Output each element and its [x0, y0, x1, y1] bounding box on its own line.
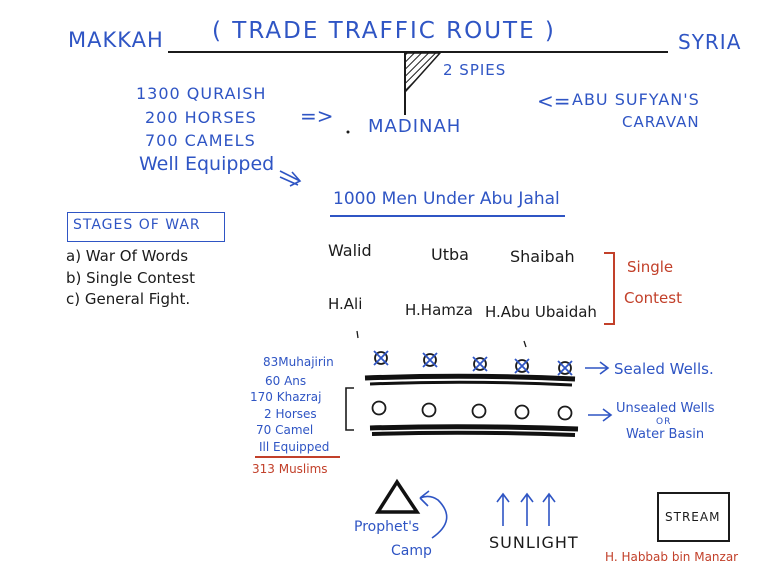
sealed-well-1 [373, 350, 389, 366]
quraish-line-4: Well Equipped [139, 153, 275, 175]
muslim-army-bracket [345, 387, 354, 431]
enemy-line-1 [364, 373, 576, 382]
army-line-4: 2 Horses [264, 407, 317, 421]
enemy-shaibah: Shaibah [510, 247, 575, 266]
muslim-ali: H.Ali [328, 295, 363, 313]
well-equipped-arrow [279, 170, 302, 187]
quraish-line-2: 200 Horses [145, 108, 257, 127]
caravan-line-2: Caravan [622, 113, 700, 131]
sealed-wells-arrow [585, 361, 610, 375]
unsealed-well-1 [371, 400, 387, 416]
unsealed-wells-line-3: Water Basin [626, 427, 705, 442]
sealed-wells-label: Sealed Wells. [614, 360, 714, 378]
sealed-well-4 [514, 358, 530, 374]
stage-item-c: c) General Fight. [66, 290, 191, 308]
abu-jahal-heading: 1000 Men Under Abu Jahal [333, 189, 560, 209]
spies-label: 2 Spies [443, 61, 507, 79]
unsealed-well-4 [514, 404, 530, 420]
caravan-line-1: Abu Sufyan's [572, 90, 700, 109]
unsealed-wells-line-2: or [656, 417, 672, 427]
stages-title: Stages Of War [73, 217, 201, 233]
single-contest-bracket [604, 252, 615, 325]
unsealed-wells-arrow [588, 408, 613, 422]
sealed-well-2 [422, 352, 438, 368]
enemy-utba: Utba [431, 245, 469, 264]
stream-label: Stream [665, 510, 721, 524]
unsealed-wells [371, 400, 573, 421]
enemy-line-2 [369, 424, 579, 432]
stage-item-a: a) War Of Words [66, 247, 189, 265]
madinah-label: Madinah [368, 116, 462, 137]
unsealed-well-5 [557, 405, 573, 421]
enemy-walid: Walid [328, 241, 372, 260]
army-total: 313 Muslims [252, 462, 328, 476]
muslim-hamza: H.Hamza [405, 301, 473, 319]
makkah-label: Makkah [68, 28, 164, 52]
camp-label-line-2: Camp [391, 543, 432, 559]
army-line-3: 170 Khazraj [250, 390, 322, 404]
single-contest-line-1: Single [627, 258, 674, 276]
stages-title-box [67, 212, 225, 242]
trade-route-title: ( Trade Traffic Route ) [212, 18, 556, 44]
sunlight-arrows [496, 492, 556, 526]
prophets-camp-triangle [374, 478, 421, 514]
camp-arrow [419, 490, 448, 539]
quraish-arrow: => [300, 104, 334, 128]
unsealed-wells-line-1: Unsealed Wells [616, 401, 715, 416]
madinah-dot [346, 130, 350, 134]
muslim-abu-ubaidah: H.Abu Ubaidah [485, 303, 597, 321]
sealed-well-5 [557, 360, 573, 376]
quraish-line-1: 1300 Quraish [136, 84, 267, 103]
camp-label-line-1: Prophet's [354, 519, 420, 535]
unsealed-well-3 [471, 403, 487, 419]
sealed-well-3 [472, 356, 488, 372]
syria-label: Syria [678, 30, 742, 54]
single-contest-line-2: Contest [624, 289, 682, 307]
caravan-arrow: <= [537, 89, 571, 113]
stream-box [657, 492, 730, 542]
army-line-6: Ill Equipped [259, 440, 330, 454]
army-line-2: 60 Ans [265, 374, 307, 388]
army-line-1: 83Muhajirin [263, 355, 334, 369]
sunlight-label: Sunlight [489, 533, 579, 552]
habbab-label: H. Habbab bin Manzar [605, 550, 739, 564]
spies-hatch [404, 52, 442, 94]
stage-item-b: b) Single Contest [66, 269, 195, 287]
quraish-line-3: 700 Camels [145, 131, 256, 150]
unsealed-well-2 [421, 402, 437, 418]
army-line-5: 70 Camel [256, 423, 314, 437]
sealed-wells [373, 350, 573, 376]
